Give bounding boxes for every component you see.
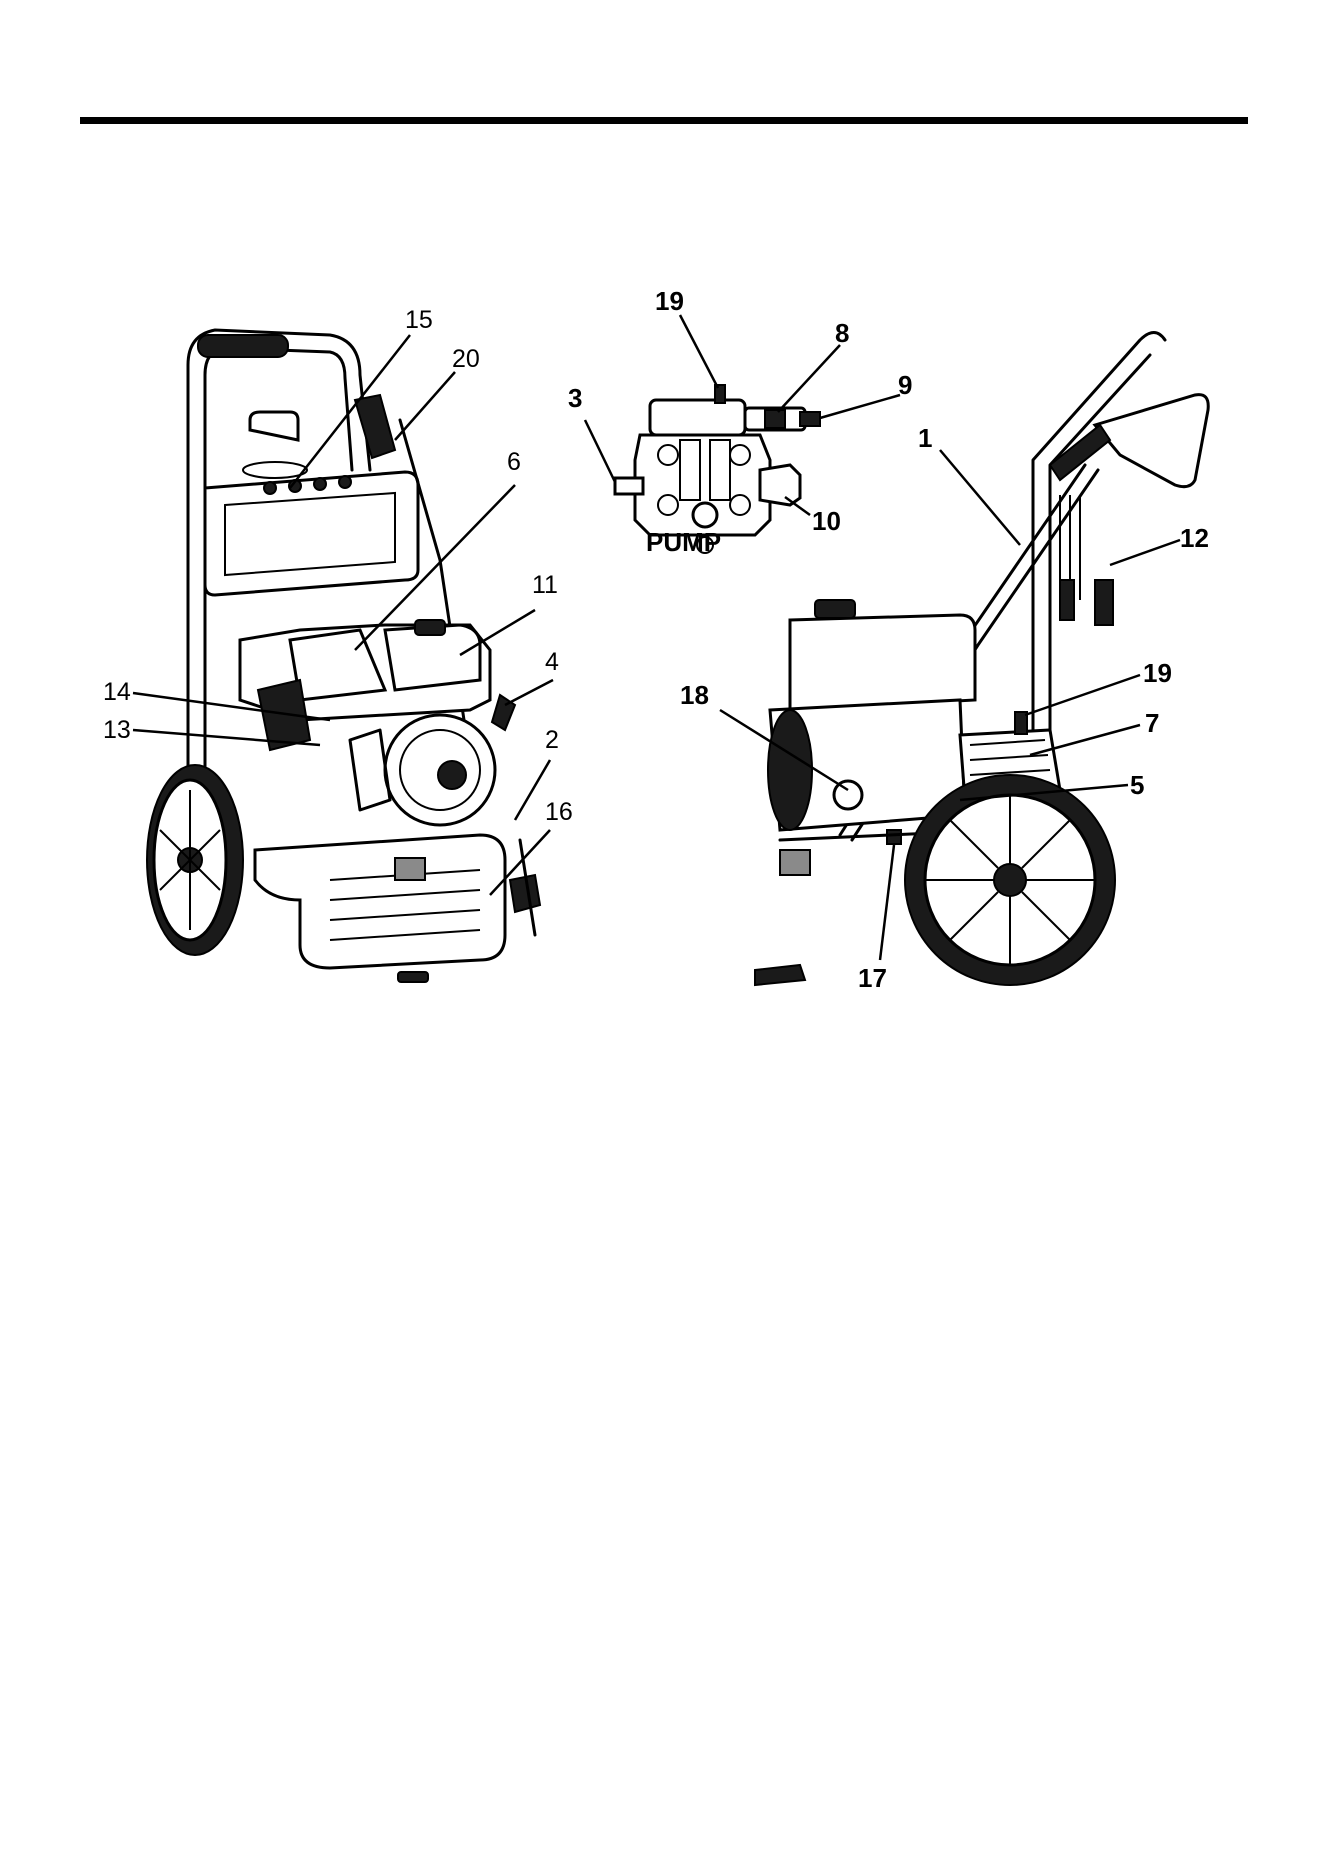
label-14: 14 (103, 680, 131, 705)
pump-inlet (395, 858, 425, 880)
label-right-19: 19 (1143, 660, 1172, 686)
label-2: 2 (545, 728, 559, 753)
nozzle-b (1095, 580, 1113, 625)
label-6: 6 (507, 450, 521, 475)
nozzle-holder-3 (314, 478, 326, 490)
label-right-5: 5 (1130, 772, 1144, 798)
leader-r17 (880, 845, 894, 960)
label-11: 11 (532, 573, 558, 598)
engine-tank (790, 615, 975, 710)
leader-20 (395, 372, 455, 440)
leader-p19 (680, 315, 718, 388)
label-right-1: 1 (918, 425, 932, 451)
label-right-18: 18 (680, 682, 709, 708)
label-pump-9: 9 (898, 372, 912, 398)
label-right-12: 12 (1180, 525, 1209, 551)
leader-p3 (585, 420, 615, 482)
pump-head (650, 400, 745, 435)
leader-r19 (1025, 675, 1140, 715)
leader-p9 (820, 395, 900, 418)
leader-r1 (940, 450, 1020, 545)
nozzle-a (1060, 580, 1074, 620)
label-pump-10: 10 (812, 508, 841, 534)
pump-inlet-10 (760, 465, 800, 505)
control-panel (205, 472, 418, 595)
leader-p8 (778, 345, 840, 412)
leader-4 (505, 680, 553, 705)
recoil-hub (438, 761, 466, 789)
leader-15 (290, 335, 410, 488)
hose-holder (250, 412, 298, 440)
label-pump-8: 8 (835, 320, 849, 346)
label-15: 15 (405, 308, 433, 333)
pump-title: PUMP (646, 527, 721, 558)
fuel-cap (415, 620, 445, 635)
label-16: 16 (545, 800, 573, 825)
pump-center (693, 503, 717, 527)
inlet-right (780, 850, 810, 875)
left-view-illustration (147, 330, 540, 982)
label-pump-19: 19 (655, 288, 684, 314)
spray-gun-grip (1095, 395, 1208, 487)
base-frame (255, 835, 505, 968)
label-right-7: 7 (1145, 710, 1159, 736)
pump-unloader-nut (765, 410, 785, 428)
label-right-17: 17 (858, 965, 887, 991)
label-20: 20 (452, 347, 480, 372)
foot-right (755, 965, 805, 985)
label-pump-3: 3 (568, 385, 582, 411)
right-view-illustration (755, 333, 1208, 986)
hose-coil (243, 462, 307, 478)
leader-r12 (1110, 540, 1180, 565)
wheel-right-axle (994, 864, 1026, 896)
engine-cap (815, 600, 855, 618)
oil-drain-plug (887, 830, 901, 844)
foot (398, 972, 428, 982)
nozzle-holder-4 (339, 476, 351, 488)
handle-grip (198, 335, 288, 357)
nozzle-holder-1 (264, 482, 276, 494)
pump-inlet-3 (615, 478, 643, 494)
engine-fan (768, 710, 812, 830)
pump-outlet-9 (800, 412, 820, 426)
label-4: 4 (545, 650, 559, 675)
label-13: 13 (103, 718, 131, 743)
spray-gun (355, 395, 395, 458)
